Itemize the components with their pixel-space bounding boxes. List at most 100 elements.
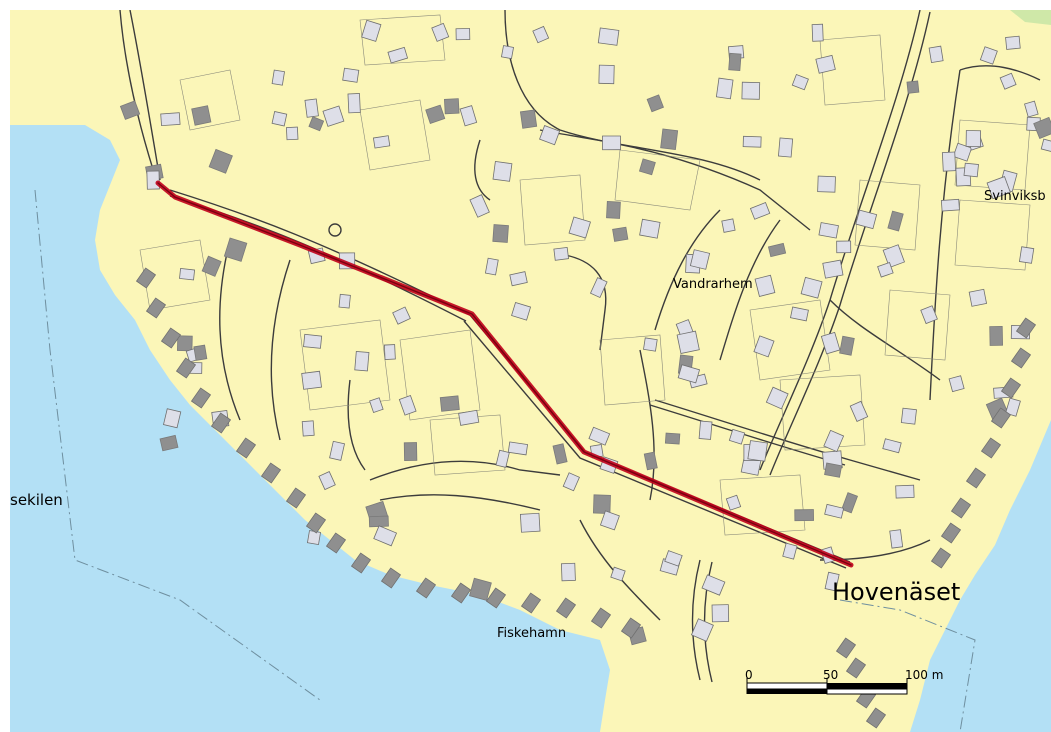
building (765, 386, 789, 410)
building (539, 125, 561, 146)
road (654, 209, 721, 331)
building (598, 64, 615, 85)
road (539, 129, 811, 231)
building (369, 397, 384, 414)
building (612, 226, 629, 242)
building (820, 331, 841, 355)
building (999, 72, 1017, 90)
place-label-hovenaset: Hovenäset (832, 578, 960, 606)
building (179, 268, 196, 281)
road (829, 299, 941, 381)
road (929, 69, 961, 401)
building (338, 293, 351, 309)
building (398, 394, 417, 416)
road (219, 239, 241, 421)
building (818, 222, 839, 239)
building (301, 370, 322, 390)
building (721, 218, 736, 233)
boathouse (1010, 347, 1032, 369)
scale-label-100: 100 m (905, 668, 943, 682)
building (484, 257, 499, 276)
building (208, 148, 233, 174)
buildings-layer (119, 19, 1051, 729)
building (741, 81, 761, 100)
building (643, 451, 658, 471)
boathouse (285, 487, 307, 509)
building (906, 80, 920, 94)
scale-bar-segment-white2 (826, 688, 908, 695)
building (728, 428, 746, 445)
map-border-left (0, 0, 10, 732)
building (815, 54, 836, 74)
building (794, 509, 814, 522)
boathouse (175, 357, 197, 379)
boathouse (210, 412, 232, 434)
building (511, 301, 532, 321)
boathouse (980, 437, 1002, 459)
building (160, 112, 181, 127)
building (532, 25, 550, 44)
building (163, 408, 182, 429)
building (495, 449, 510, 468)
building (552, 443, 568, 465)
building (562, 472, 580, 492)
boathouse (325, 532, 347, 554)
boathouse (235, 437, 257, 459)
building (817, 175, 836, 193)
building (403, 442, 418, 462)
boathouse (930, 547, 952, 569)
building (459, 105, 478, 127)
building (963, 162, 979, 178)
boathouse (450, 582, 472, 604)
building (507, 441, 529, 456)
building (664, 550, 683, 567)
road (270, 259, 291, 441)
building (664, 432, 681, 445)
road (719, 219, 781, 361)
building (368, 515, 389, 528)
boathouse (940, 522, 962, 544)
building (588, 426, 611, 446)
building (1040, 138, 1051, 153)
road (119, 9, 159, 186)
boathouse (190, 387, 212, 409)
building (425, 104, 446, 124)
building (824, 503, 845, 519)
building (749, 202, 771, 220)
road (504, 9, 761, 181)
road (347, 379, 366, 471)
building (965, 130, 982, 148)
building (492, 161, 513, 182)
boathouse (590, 607, 612, 629)
road (649, 404, 846, 466)
building (455, 28, 471, 41)
building (782, 542, 798, 560)
building (639, 218, 661, 239)
boathouse (620, 617, 642, 639)
building (689, 249, 711, 270)
building (877, 261, 894, 278)
building (777, 137, 794, 158)
building (690, 618, 714, 642)
building (715, 77, 734, 100)
boathouse (415, 577, 437, 599)
building (519, 109, 538, 129)
building (469, 194, 490, 218)
boathouse (350, 552, 372, 574)
building (986, 176, 1011, 200)
road (169, 189, 471, 316)
building (159, 434, 179, 452)
place-label-sekilen: sekilen (10, 491, 63, 509)
building (599, 510, 620, 531)
building (560, 562, 576, 582)
building (392, 306, 411, 325)
building (968, 288, 988, 307)
building (677, 364, 701, 384)
building (301, 420, 315, 437)
building (855, 209, 878, 230)
building (767, 242, 787, 258)
building (1033, 116, 1051, 140)
building (824, 571, 840, 592)
